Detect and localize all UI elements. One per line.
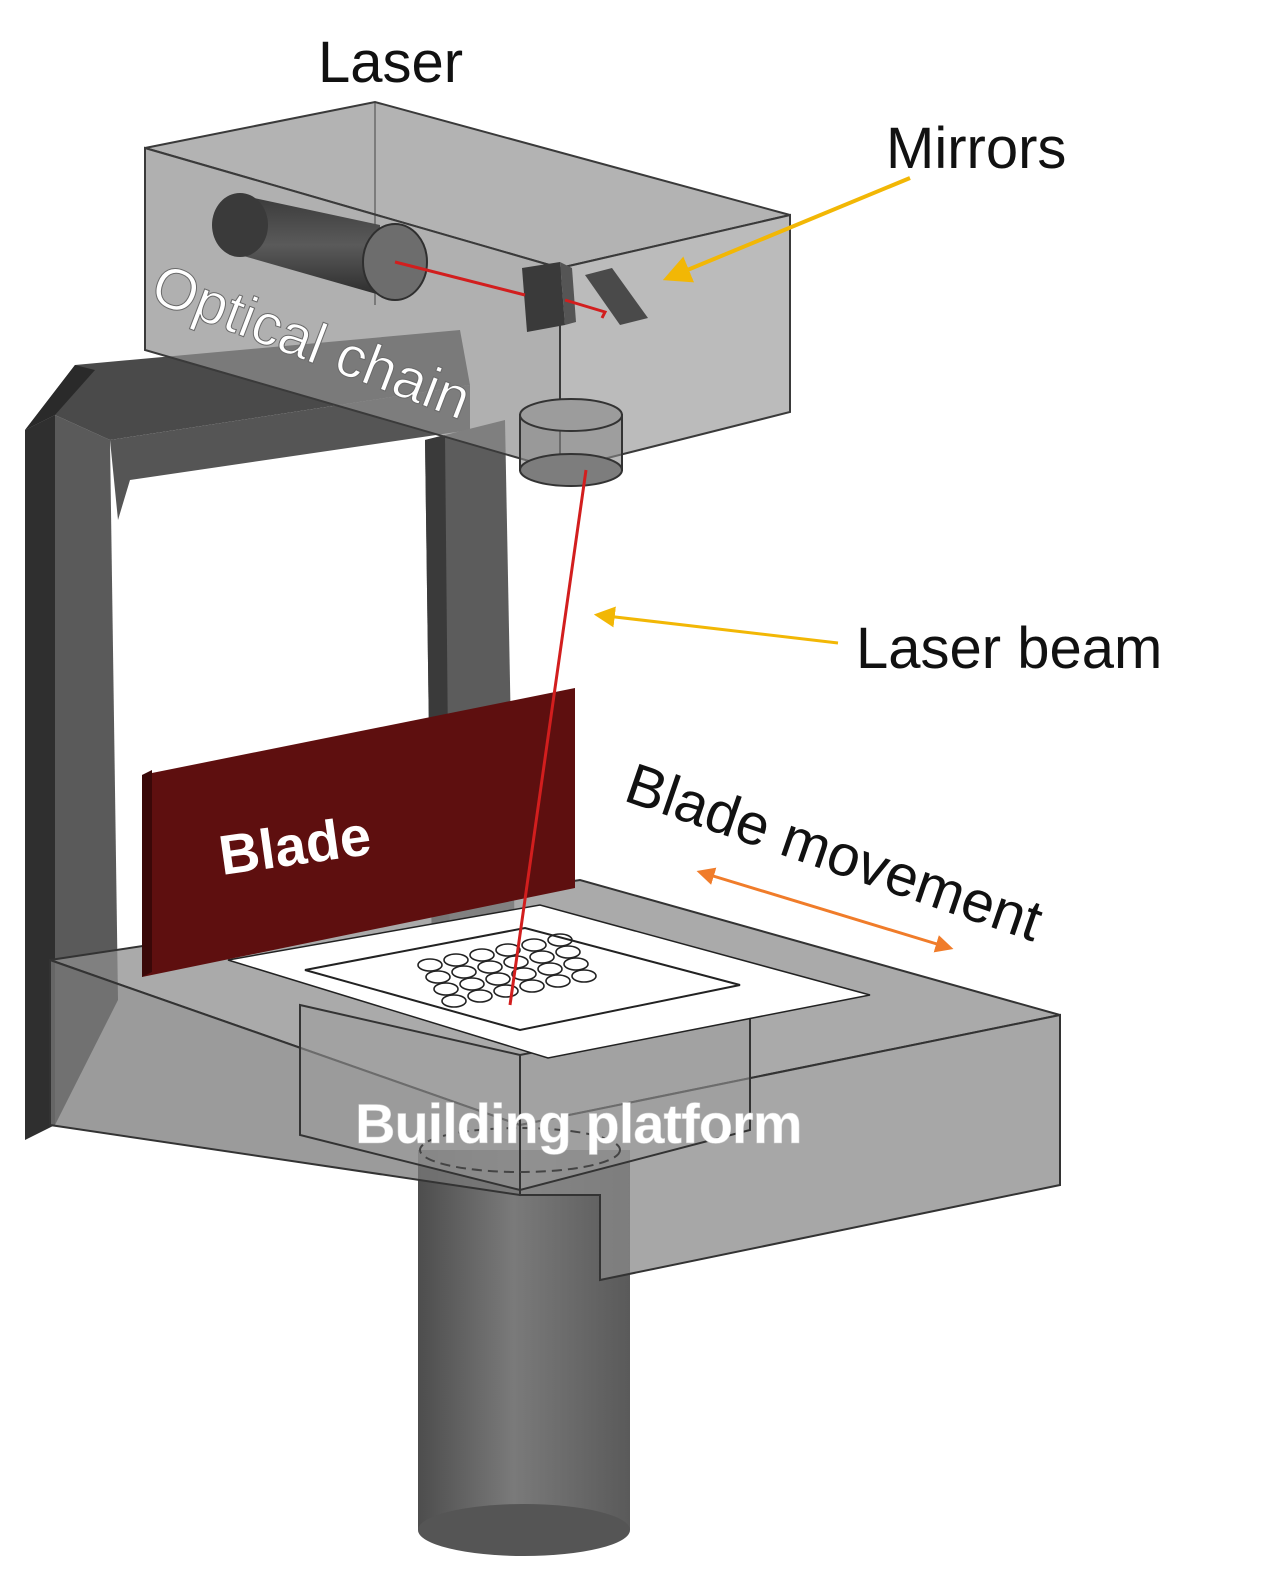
machine-frame	[25, 330, 515, 1140]
laser-beam-label: Laser beam	[856, 616, 1162, 681]
lattice-cell	[493, 984, 519, 998]
lattice-cell	[519, 979, 545, 993]
lattice-cell	[571, 969, 597, 983]
laser-beam	[508, 469, 588, 1006]
lattice-cell	[511, 967, 537, 981]
lattice-cell	[443, 953, 469, 967]
support-column	[418, 1150, 630, 1556]
laser-beam-callout-arrow	[593, 606, 839, 645]
focus-lens	[519, 398, 623, 487]
lattice-cell	[495, 943, 521, 957]
mirrors-callout-arrow	[662, 176, 911, 283]
lattice-cell	[563, 957, 589, 971]
lattice-cell	[555, 945, 581, 959]
lattice-cell	[451, 965, 477, 979]
lattice-cell	[485, 972, 511, 986]
internal-beam-path	[394, 260, 608, 319]
building-platform-label: Building platform	[355, 1092, 802, 1155]
recoater-blade: Blade	[142, 688, 575, 977]
lattice-cell	[425, 970, 451, 984]
printed-lattice-part	[417, 933, 597, 1008]
lattice-cell	[441, 994, 467, 1008]
lattice-cell	[469, 948, 495, 962]
lattice-cell	[417, 958, 443, 972]
lattice-cell	[477, 960, 503, 974]
blade-movement-arrow	[696, 867, 954, 953]
lattice-cell	[537, 962, 563, 976]
laser-label: Laser	[318, 30, 463, 95]
lattice-cell	[529, 950, 555, 964]
mirror-assembly	[522, 262, 648, 332]
lattice-cell	[545, 974, 571, 988]
mirrors-label: Mirrors	[886, 116, 1066, 181]
powder-bed	[227, 904, 871, 1059]
lattice-cell	[467, 989, 493, 1003]
lattice-cell	[433, 982, 459, 996]
lattice-cell	[547, 933, 573, 947]
lattice-cell	[459, 977, 485, 991]
lattice-cell	[521, 938, 547, 952]
